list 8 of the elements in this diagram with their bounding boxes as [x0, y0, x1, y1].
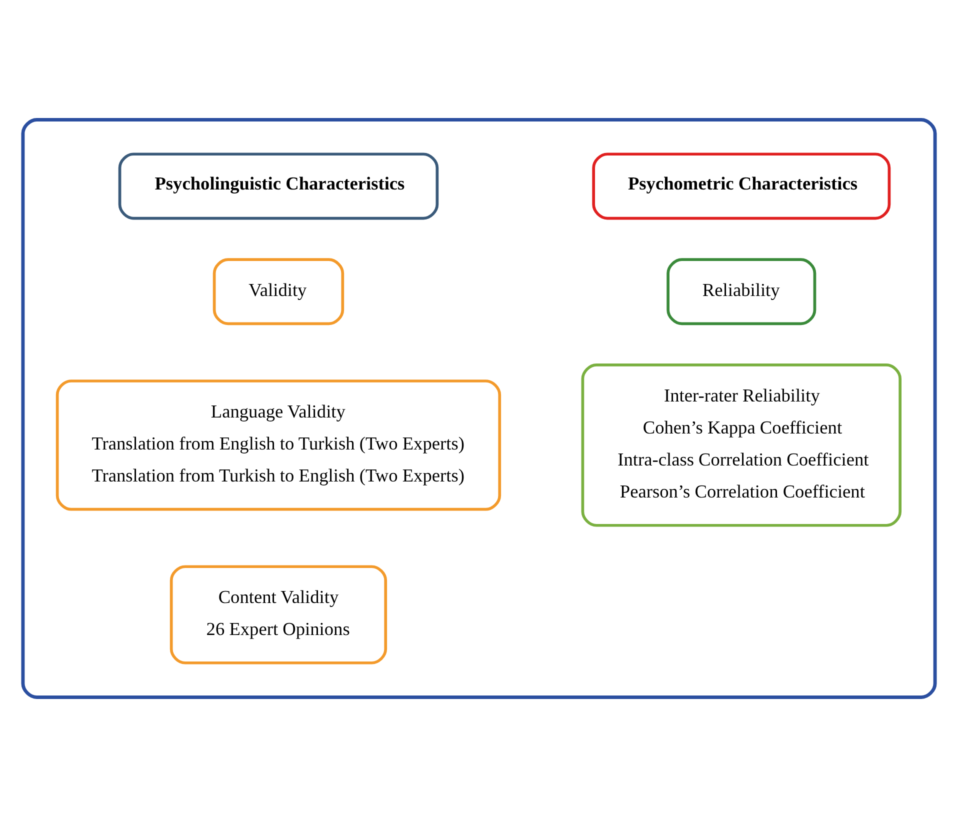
node-box: Psychometric Characteristics: [592, 152, 890, 220]
node-box: Language Validity Translation from English to Turkish (Two Experts) Translation from Turkish to English (Two Experts): [55, 379, 501, 510]
node-box: Content Validity 26 Expert Opinions: [169, 564, 387, 664]
node-box: Reliability: [666, 258, 816, 325]
node-box: Psycholinguistic Characteristics: [118, 152, 438, 220]
node-box: Validity: [212, 258, 344, 325]
node-box: Inter-rater Reliability Cohen’s Kappa Coefficient Intra-class Correlation Coefficient Pearson’s Correlation Coefficient: [580, 363, 902, 526]
cluster: [20, 118, 936, 698]
